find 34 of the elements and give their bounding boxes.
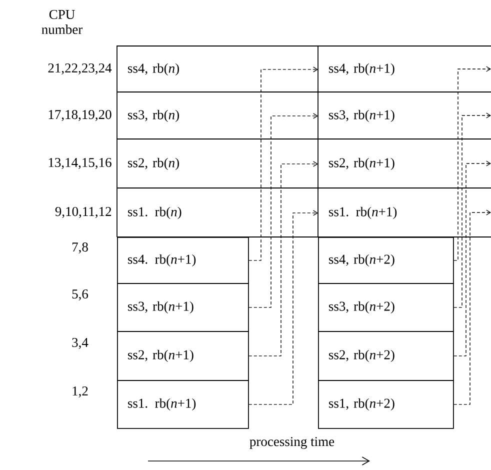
cell: ss4, rb(n+1): [329, 63, 394, 76]
cpu-number: 13,14,15,16: [48, 158, 112, 169]
column-heading: CPU number: [42, 10, 82, 34]
cell: ss3, rb(n+1): [117, 283, 249, 332]
dashed-arrow: [248, 113, 318, 308]
cpu-number: 9,10,11,12: [55, 206, 112, 218]
cell: ss1. rb(n+1): [329, 206, 397, 220]
cell: ss3, rb(n+1): [329, 110, 394, 122]
cpu-number: 17,18,19,20: [48, 110, 112, 122]
cell: ss4, rb(n+2): [318, 237, 454, 284]
cell: ss1, rb(n+2): [318, 380, 454, 429]
dashed-arrow: [248, 210, 318, 405]
cpu-number: 21,22,23,24: [48, 63, 112, 74]
cell: ss1. rb(n+1): [117, 380, 249, 429]
dashed-arrow: [454, 66, 491, 261]
dashed-arrow: [454, 112, 491, 308]
cell: ss4, rb(n): [128, 63, 179, 76]
cell: ss1. rb(n): [128, 206, 182, 220]
cell: ss2, rb(n+2): [318, 331, 454, 381]
cell: ss3, rb(n): [128, 110, 179, 122]
cpu-number: 1,2: [72, 386, 88, 398]
cell: ss2, rb(n+1): [117, 331, 249, 381]
cpu-number: 3,4: [72, 338, 88, 349]
dashed-arrow: [248, 161, 318, 356]
dashed-arrow: [248, 66, 318, 261]
cell: ss3, rb(n+2): [318, 283, 454, 332]
cpu-number: 7,8: [72, 242, 88, 254]
cell: ss2, rb(n+1): [329, 158, 394, 170]
cell: ss4. rb(n+1): [117, 237, 249, 284]
cpu-number: 5,6: [72, 289, 88, 300]
dashed-arrow: [454, 210, 491, 405]
axis-label: processing time: [250, 437, 334, 449]
dashed-arrow: [454, 160, 491, 356]
cell: ss2, rb(n): [128, 158, 179, 170]
